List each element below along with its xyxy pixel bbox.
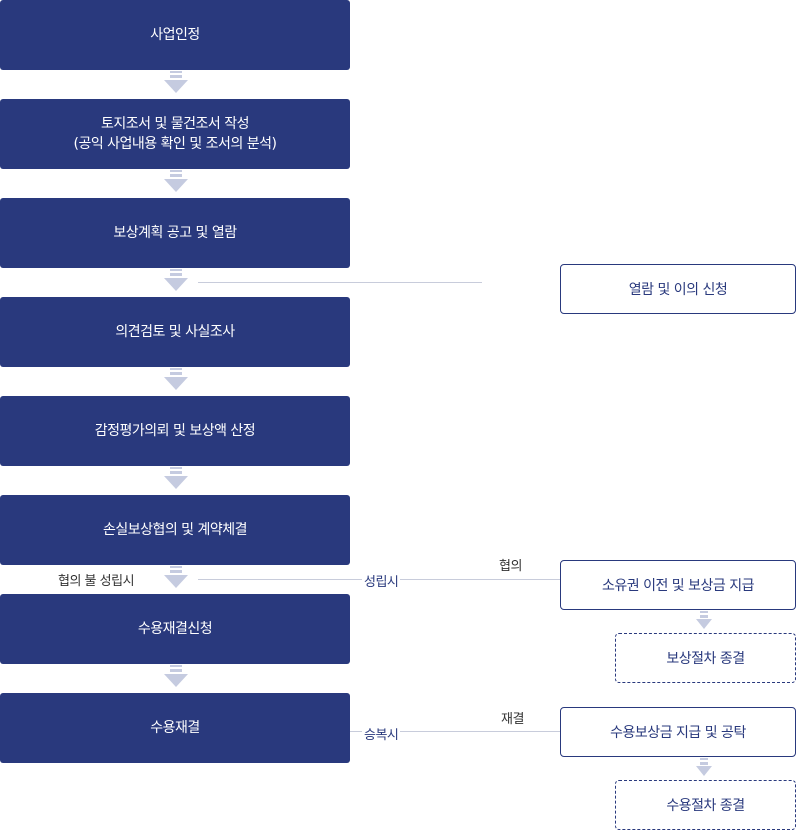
step-compensation-plan: 보상계획 공고 및 열람 xyxy=(0,198,350,268)
label-no-agreement: 협의 불 성립시 xyxy=(56,570,137,589)
step-label: 의견검토 및 사실조사 xyxy=(115,324,235,340)
step-negotiation: 손실보상협의 및 계약체결 xyxy=(0,495,350,565)
down-arrow-icon xyxy=(164,566,188,588)
step-label: 손실보상협의 및 계약체결 xyxy=(102,522,248,538)
side-compensation-end: 보상절차 종결 xyxy=(615,633,796,683)
connector-line xyxy=(198,282,482,283)
down-arrow-icon xyxy=(696,758,712,776)
label-agreement: 협의 xyxy=(497,555,524,574)
down-arrow-icon xyxy=(164,71,188,93)
side-deposit: 수용보상금 지급 및 공탁 xyxy=(560,707,796,757)
side-label: 수용보상금 지급 및 공탁 xyxy=(610,725,746,741)
down-arrow-icon xyxy=(164,467,188,489)
step-label: 수용재결 xyxy=(150,720,200,736)
down-arrow-icon xyxy=(696,611,712,629)
step-opinion-review: 의견검토 및 사실조사 xyxy=(0,297,350,367)
step-expropriation-request: 수용재결신청 xyxy=(0,594,350,664)
step-label: 사업인정 xyxy=(150,27,200,43)
step-label: 토지조서 및 물건조서 작성 xyxy=(100,116,250,132)
side-label: 보상절차 종결 xyxy=(666,651,745,667)
down-arrow-icon xyxy=(164,170,188,192)
step-sublabel: (공익 사업내용 확인 및 조서의 분석) xyxy=(73,136,278,152)
label-agreement-made: 성립시 xyxy=(362,571,401,590)
side-ownership-transfer: 소유권 이전 및 보상금 지급 xyxy=(560,560,796,610)
side-label: 열람 및 이의 신청 xyxy=(628,282,728,298)
label-accepted: 승복시 xyxy=(362,724,401,743)
step-expropriation-ruling: 수용재결 xyxy=(0,693,350,763)
connector-line xyxy=(350,731,560,732)
step-appraisal: 감정평가의뢰 및 보상액 산정 xyxy=(0,396,350,466)
down-arrow-icon xyxy=(164,269,188,291)
label-ruling: 재결 xyxy=(499,708,526,727)
step-label: 보상계획 공고 및 열람 xyxy=(113,225,237,241)
step-project-approval: 사업인정 xyxy=(0,0,350,70)
step-label: 수용재결신청 xyxy=(137,621,213,637)
side-objection: 열람 및 이의 신청 xyxy=(560,264,796,314)
side-expropriation-end: 수용절차 종결 xyxy=(615,780,796,830)
down-arrow-icon xyxy=(164,368,188,390)
down-arrow-icon xyxy=(164,665,188,687)
step-label: 감정평가의뢰 및 보상액 산정 xyxy=(94,423,256,439)
step-land-survey: 토지조서 및 물건조서 작성 (공익 사업내용 확인 및 조서의 분석) xyxy=(0,99,350,169)
side-label: 수용절차 종결 xyxy=(666,798,745,814)
side-label: 소유권 이전 및 보상금 지급 xyxy=(602,578,754,594)
